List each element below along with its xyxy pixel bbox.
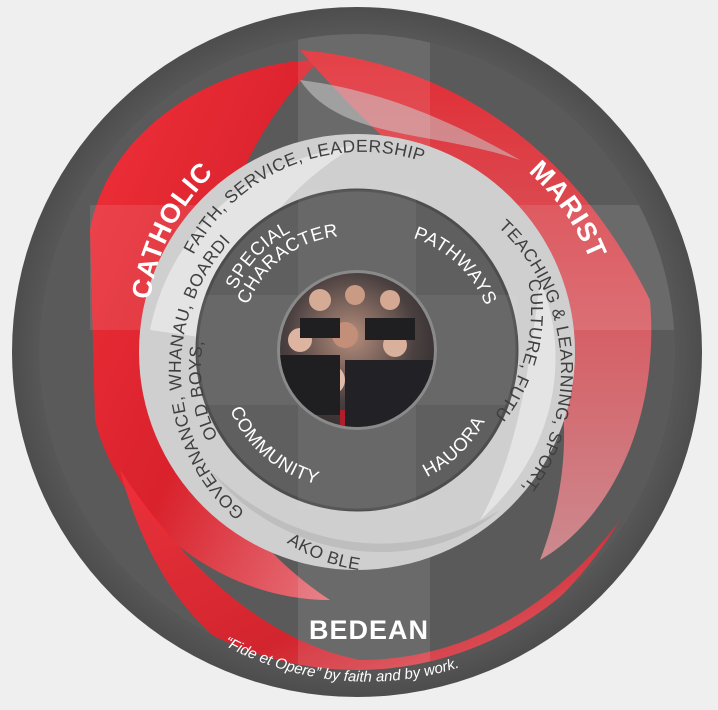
label-bedean: BEDEAN (309, 615, 429, 645)
students-photo (277, 270, 437, 430)
